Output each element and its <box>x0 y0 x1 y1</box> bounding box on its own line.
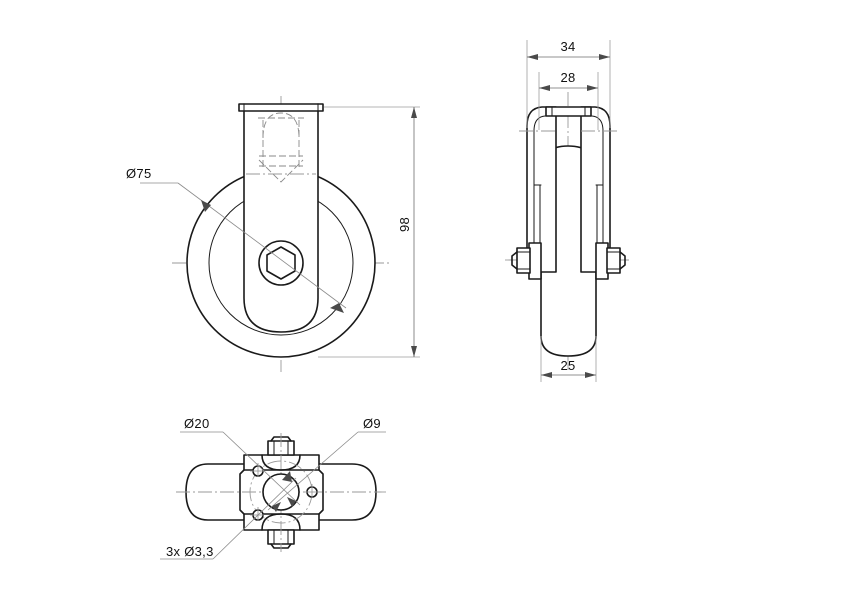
dim25-arrow-right <box>585 372 596 378</box>
top-fork-arc-upper <box>261 454 301 471</box>
side-nut-left-chamfer <box>511 251 518 270</box>
dia9-label: Ø9 <box>363 416 381 431</box>
front-hub-fill <box>259 241 303 285</box>
side-fork-left-inner <box>533 115 557 132</box>
dia33-label: 3x Ø3,3 <box>166 544 214 559</box>
top-wheel-outline <box>185 463 377 521</box>
dia33-arrow <box>282 471 292 482</box>
dim98-label: 98 <box>397 217 412 232</box>
dia75-arrow-end <box>330 303 344 313</box>
side-nut-right <box>606 247 621 274</box>
dia20-label: Ø20 <box>184 416 209 431</box>
front-hub-circle <box>258 240 304 286</box>
side-fork-right-inner <box>580 115 604 132</box>
side-nut-left <box>516 247 531 274</box>
dim25-arrow-left <box>541 372 552 378</box>
side-washer-right-fill <box>596 243 608 279</box>
dim34-arrow-left <box>527 54 538 60</box>
dim28-arrow-left <box>539 85 550 91</box>
dia75-arrow-start <box>201 200 211 212</box>
dim98-arrow-top <box>411 107 417 118</box>
side-crown-fill <box>546 107 591 116</box>
side-washer-left-fill <box>529 243 541 279</box>
front-fork-cap <box>238 103 324 112</box>
side-nut-left-fill <box>517 248 530 273</box>
front-hidden-cone <box>258 159 304 183</box>
top-view: Ø20 Ø9 3x Ø3,3 <box>160 416 386 560</box>
side-view: 34 28 25 <box>505 39 632 382</box>
dim28-arrow-right <box>587 85 598 91</box>
side-nut-right-fill <box>607 248 620 273</box>
dia9-leader-line <box>267 431 359 511</box>
side-crown-plate <box>545 106 592 117</box>
front-fork-cap-fill <box>239 104 323 111</box>
front-hex-nut <box>266 246 296 280</box>
dim98-arrow-bottom <box>411 346 417 357</box>
dim28-label: 28 <box>560 70 575 85</box>
side-nut-right-chamfer <box>619 251 626 270</box>
front-view: Ø75 98 <box>126 96 420 372</box>
dia20-arrow <box>287 497 296 507</box>
dim34-label: 34 <box>560 39 575 54</box>
dia20-leader-line <box>222 431 301 506</box>
front-fork-fill <box>244 104 318 330</box>
top-fork-arc-lower <box>261 513 301 531</box>
front-hidden-kingpin-dome <box>262 112 300 139</box>
front-fork-outline <box>243 103 319 333</box>
dim25-label: 25 <box>560 358 575 373</box>
top-bore-circle <box>262 473 300 511</box>
dia75-label: Ø75 <box>126 166 151 181</box>
dim34-arrow-right <box>599 54 610 60</box>
dia33-leader-line <box>212 477 297 560</box>
dia9-arrow <box>272 502 281 512</box>
